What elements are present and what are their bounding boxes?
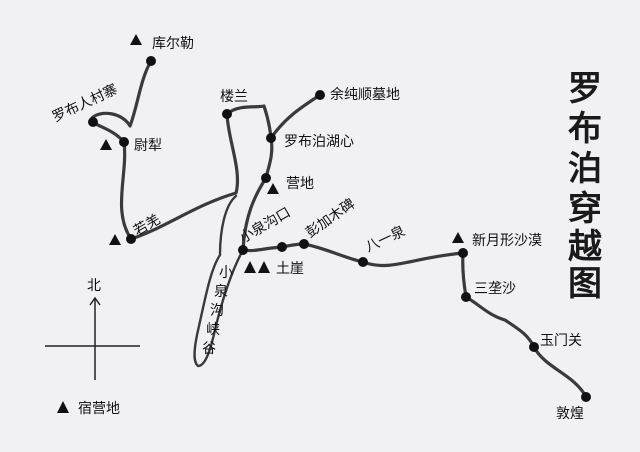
label-peng-monument: 彭加木碑: [303, 196, 358, 241]
label-lake-center: 罗布泊湖心: [284, 134, 354, 150]
label-lop-village: 罗布人村寨: [50, 81, 121, 126]
route-loulan-lakecenter: [225, 104, 273, 140]
compass-north-label: 北: [87, 278, 101, 294]
triangle-icon: [452, 232, 464, 243]
label-yu-tomb: 余纯顺墓地: [330, 86, 400, 103]
dot-bayi-spring[interactable]: [358, 257, 368, 267]
title-char: 图: [568, 264, 602, 304]
label-bayi-spring: 八一泉: [363, 222, 408, 255]
label-tuya: 土崖: [276, 261, 304, 277]
label-yumen: 玉门关: [540, 333, 582, 349]
route-lakecenter-tomb: [269, 93, 322, 140]
dot-sanlongsha[interactable]: [461, 292, 471, 302]
dot-yumen[interactable]: [529, 342, 539, 352]
label-sanlongsha: 三垄沙: [474, 281, 516, 297]
dot-peng-2[interactable]: [299, 239, 309, 249]
triangle-icon: [130, 34, 142, 45]
legend-camp-label: 宿营地: [78, 400, 120, 417]
route-ruoqiang-loulan: [129, 112, 240, 241]
label-dunhuang: 敦煌: [556, 406, 584, 422]
dot-korla[interactable]: [146, 56, 156, 66]
dot-loulan[interactable]: [222, 109, 232, 119]
dot-ruoqiang[interactable]: [126, 234, 136, 244]
dot-crescent-desert[interactable]: [458, 248, 468, 258]
canyon-char: 峡: [206, 322, 220, 338]
label-camp: 营地: [286, 176, 314, 192]
dot-lop-village[interactable]: [88, 117, 98, 127]
dot-peng-1[interactable]: [277, 242, 287, 252]
canyon-outline: [193, 194, 245, 368]
legend-triangle-icon: [57, 401, 69, 413]
route-korla-yuli: [90, 59, 153, 144]
title-char: 穿: [568, 189, 602, 229]
title-char: 罗: [568, 69, 602, 109]
canyon-char: 沟: [210, 303, 224, 319]
canyon-char: 泉: [214, 283, 228, 300]
dot-yuli[interactable]: [119, 137, 129, 147]
waypoint-dots: [88, 56, 591, 402]
triangle-icon: [109, 234, 121, 245]
triangle-icon: [258, 261, 270, 273]
route-yuli-ruoqiang: [119, 140, 133, 241]
dot-lake-center[interactable]: [266, 133, 276, 143]
title-char: 越: [568, 227, 603, 267]
triangle-icon: [267, 183, 279, 194]
canyon-char: 谷: [202, 341, 216, 357]
dot-xiaoquan-mouth[interactable]: [238, 245, 248, 255]
label-korla: 库尔勒: [152, 36, 194, 52]
title-char: 布: [568, 109, 602, 149]
camp-markers: [100, 34, 464, 273]
dot-dunhuang[interactable]: [581, 392, 591, 402]
label-yuli: 尉犁: [134, 138, 162, 154]
label-canyon: 小 泉 沟 峡 谷: [202, 265, 233, 357]
map-title: 罗 布 泊 穿 越 图: [568, 69, 603, 304]
label-crescent-desert: 新月形沙漠: [472, 233, 542, 249]
triangle-icon: [244, 261, 256, 273]
dot-yu-tomb[interactable]: [315, 90, 325, 100]
dot-camp[interactable]: [261, 173, 271, 183]
canyon-char: 小: [219, 265, 233, 281]
compass: [45, 296, 140, 380]
title-char: 泊: [568, 149, 602, 189]
label-loulan: 楼兰: [220, 89, 248, 105]
triangle-icon: [100, 139, 112, 150]
label-ruoqiang: 若羌: [131, 212, 163, 240]
